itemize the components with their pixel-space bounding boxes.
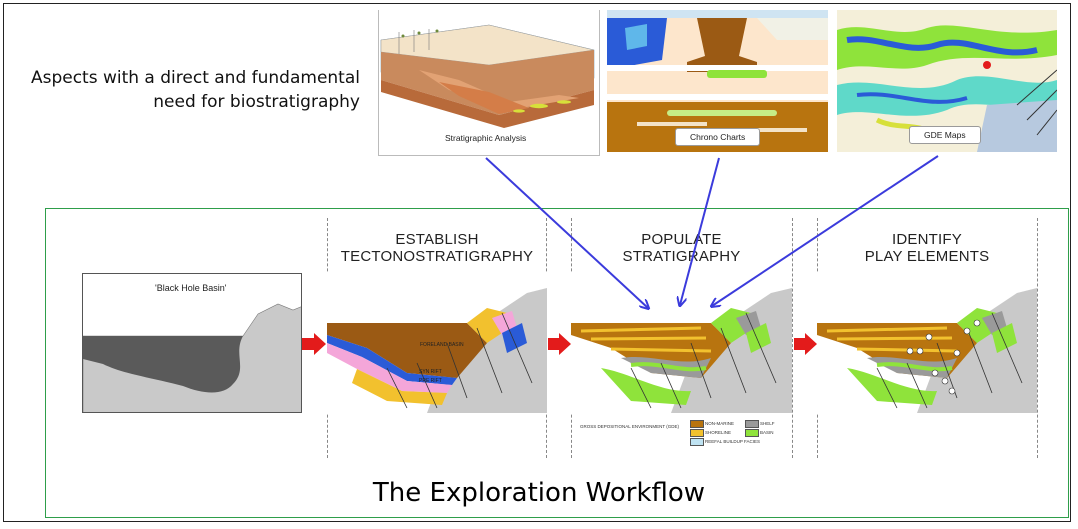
stage-heading-tectonostratigraphy: ESTABLISH TECTONOSTRATIGRAPHY [327, 231, 547, 265]
heading-line: STRATIGRAPHY [622, 248, 741, 265]
section-label-prerift: PRE RIFT [419, 378, 442, 384]
strat-cross-section [571, 288, 792, 413]
legend-swatch [690, 420, 704, 428]
block-diagram-image [379, 10, 599, 155]
tectono-cross-section [327, 288, 547, 413]
heading-line: ESTABLISH [395, 231, 479, 248]
legend-label: SHELF [760, 421, 775, 426]
stage-heading-stratigraphy: POPULATE STRATIGRAPHY [571, 231, 792, 265]
play-cross-section [817, 288, 1037, 413]
blue-arrow-chrono [680, 157, 720, 305]
basin-cross-section [83, 303, 301, 412]
workflow-box [45, 208, 1069, 518]
legend-label: BASIN [760, 430, 774, 435]
legend-title: GROSS DEPOSITIONAL ENVIRONMENT (GDE) [580, 424, 680, 429]
legend-label: SHORELINE [705, 430, 732, 435]
legend-swatch [745, 429, 759, 437]
tectonostratigraphy-panel: FORELAND BASIN SYN RIFT PRE RIFT [327, 273, 547, 413]
stage-separator [1037, 218, 1038, 458]
panel-label: 'Black Hole Basin' [155, 283, 227, 293]
chrono-chart-image [607, 10, 828, 152]
stage-heading-play-elements: IDENTIFY PLAY ELEMENTS [817, 231, 1037, 265]
gde-map-image [837, 10, 1057, 152]
thumbnail-caption: GDE Maps [909, 126, 981, 144]
blue-arrow-gde [712, 155, 939, 306]
gde-maps-thumbnail: GDE Maps [837, 10, 1057, 152]
thumbnail-caption: Chrono Charts [675, 128, 761, 146]
flow-arrow-2 [548, 333, 571, 355]
stage-separator [792, 218, 793, 458]
section-label-synrift: SYN RIFT [419, 369, 442, 375]
legend-swatch [690, 429, 704, 437]
flow-arrow-1 [302, 333, 326, 355]
legend-label: NON-MARINE [705, 421, 734, 426]
heading-line: TECTONOSTRATIGRAPHY [340, 248, 534, 265]
slide-frame [3, 3, 1071, 522]
legend-swatch [745, 420, 759, 428]
stratigraphy-panel [571, 273, 792, 413]
legend-label: REEFAL BUILDUP FACIES [705, 439, 761, 444]
flow-arrow-3 [794, 333, 817, 355]
chrono-charts-thumbnail: Chrono Charts [607, 10, 828, 152]
heading-line: POPULATE [641, 231, 722, 248]
workflow-title: The Exploration Workflow [372, 478, 706, 508]
section-label-foreland: FORELAND BASIN [420, 342, 464, 348]
heading-line: IDENTIFY [892, 231, 962, 248]
thumbnail-caption: Stratigraphic Analysis [445, 133, 527, 143]
black-hole-basin-panel: 'Black Hole Basin' [82, 273, 302, 413]
legend-swatch [690, 438, 704, 446]
heading-line: PLAY ELEMENTS [864, 248, 990, 265]
stratigraphic-analysis-thumbnail: Stratigraphic Analysis [378, 10, 600, 156]
blue-arrow-stratigraphic [485, 157, 648, 308]
intro-text: Aspects with a direct and fundamental ne… [30, 68, 360, 112]
play-elements-panel [817, 273, 1037, 413]
